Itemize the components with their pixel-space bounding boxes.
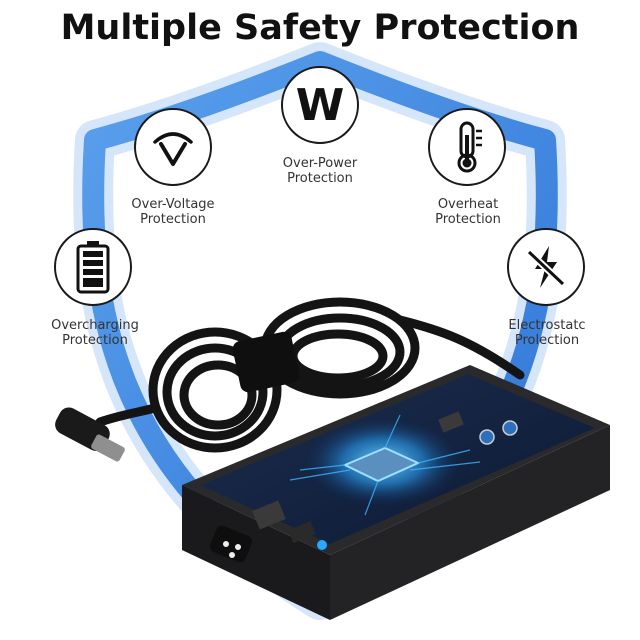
- battery-icon: [54, 228, 132, 306]
- over-voltage-label: Over-Voltage Protection: [131, 197, 215, 227]
- page-title: Multiple Safety Protection: [60, 8, 580, 48]
- overheat-label: Overheat Protection: [435, 197, 501, 227]
- voltage-arc-icon: [134, 108, 212, 186]
- lightning-slash-icon: [507, 228, 585, 306]
- watt-symbol: W: [295, 79, 345, 131]
- dc-plug: [55, 407, 125, 462]
- thermometer-icon: [428, 108, 506, 186]
- electrostatic-label: Electrostatc Prolection: [508, 318, 586, 348]
- watt-icon: W: [281, 66, 359, 144]
- over-power-label: Over-Power Protection: [282, 156, 358, 186]
- adapter-body: [182, 365, 610, 620]
- overcharging-label: Overcharging Protection: [51, 318, 139, 348]
